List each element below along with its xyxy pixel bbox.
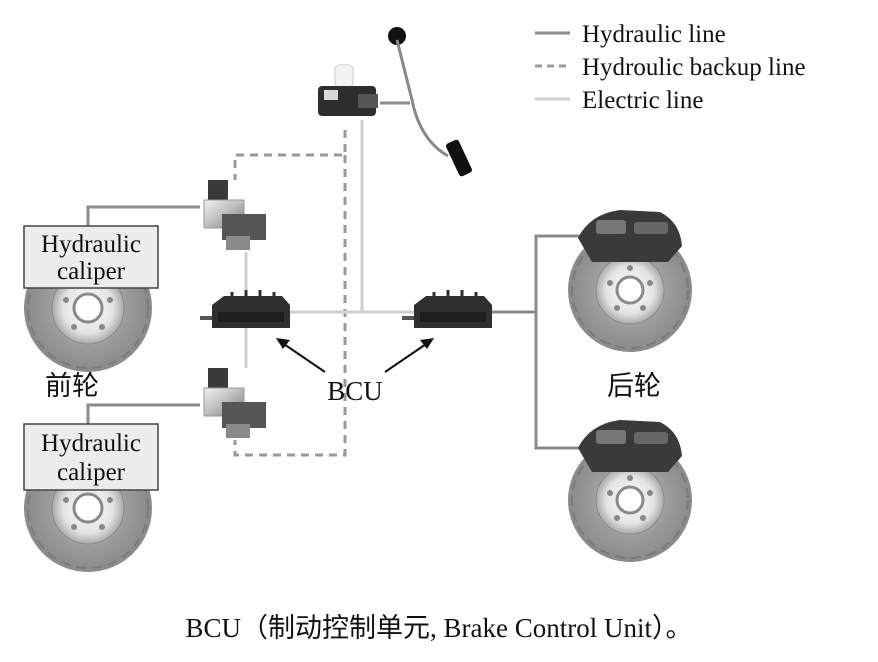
- hydraulic-line-rear-branch: [534, 234, 580, 450]
- bcu-unit-front: [200, 290, 290, 328]
- master-cylinder-icon: [318, 64, 378, 116]
- pedal-pad-icon: [446, 139, 472, 177]
- pedal-arm-icon: [395, 39, 449, 158]
- bcu-arrow-rear-head: [420, 338, 434, 349]
- brake-pedal: [388, 27, 472, 177]
- caliper-label-bottom: Hydraulic caliper: [23, 423, 159, 491]
- rear-caliper-top-icon: [578, 210, 682, 262]
- caliper-top-line2: caliper: [57, 258, 126, 285]
- legend-backup-label: Hydroulic backup line: [582, 54, 806, 81]
- hydraulic-line-bottom-caliper: [86, 403, 205, 424]
- rear-caliper-bottom-icon: [578, 420, 682, 472]
- legend: Hydraulic line Hydroulic backup line Ele…: [535, 21, 806, 114]
- caliper-bottom-line1: Hydraulic: [41, 430, 141, 457]
- bcu-unit-rear: [402, 290, 492, 328]
- legend-electric-label: Electric line: [582, 87, 703, 114]
- caliper-label-top: Hydraulic caliper: [23, 225, 159, 289]
- caliper-top-line1: Hydraulic: [41, 231, 141, 258]
- hydraulic-line-top-caliper: [86, 205, 205, 226]
- bcu-annotation: BCU: [276, 338, 434, 406]
- front-wheel-label: 前轮: [45, 371, 99, 401]
- legend-hydraulic-label: Hydraulic line: [582, 21, 726, 48]
- front-caliper-module-bottom: [200, 368, 272, 440]
- pedal-pivot-icon: [388, 27, 406, 45]
- caliper-bottom-line2: caliper: [57, 459, 126, 486]
- front-caliper-module-top: [200, 180, 272, 252]
- brake-system-diagram: Hydraulic line Hydroulic backup line Ele…: [23, 21, 806, 572]
- figure-caption: BCU（制动控制单元, Brake Control Unit）。: [185, 613, 693, 643]
- bcu-label: BCU: [327, 376, 383, 406]
- bcu-arrow-front-head: [276, 338, 290, 349]
- rear-wheel-label: 后轮: [607, 371, 661, 401]
